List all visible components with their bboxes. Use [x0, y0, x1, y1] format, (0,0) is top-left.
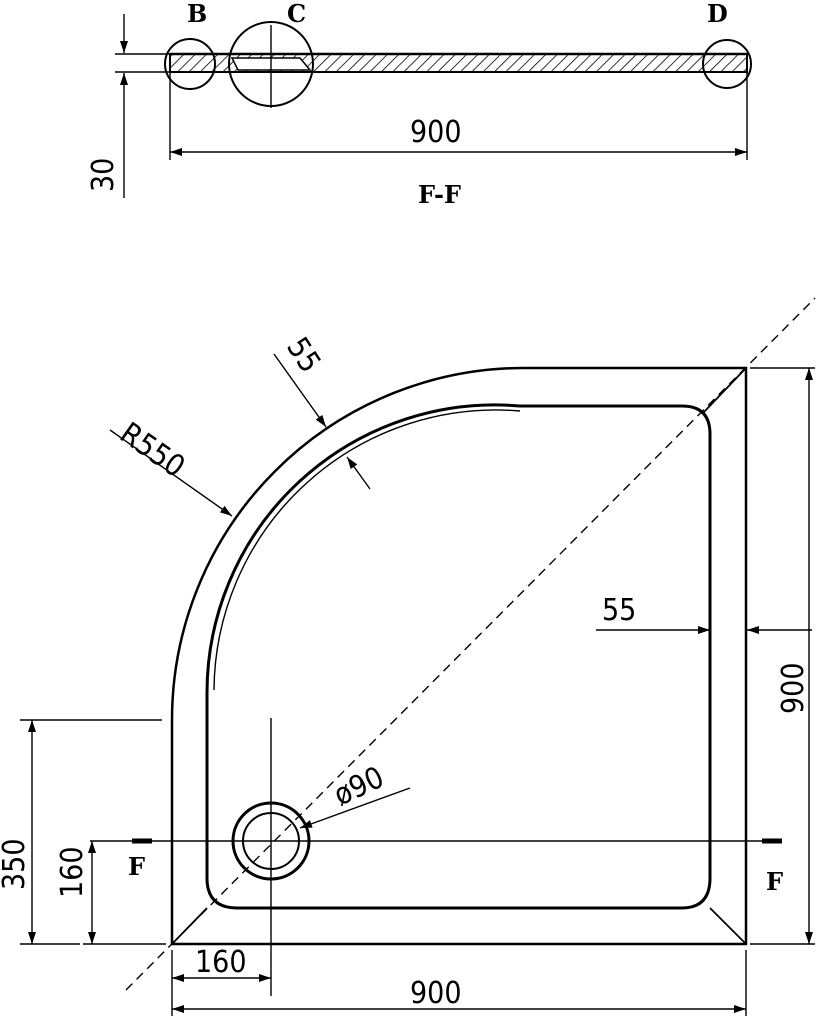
plan-width-dim: 900 [410, 976, 462, 1011]
plan-view: F F R550 55 55 ø90 900 900 160 160 [0, 297, 816, 1016]
plan-height-dim: 900 [776, 662, 811, 714]
detail-label-d: D [707, 0, 728, 28]
detail-label-c: C [287, 0, 306, 28]
tray-outer-edge [170, 366, 748, 946]
section-width-dim: 900 [410, 115, 462, 150]
drain-diameter-dim: ø90 [329, 760, 390, 813]
section-marker-right: F [766, 867, 783, 896]
edge-dim: 350 [0, 838, 32, 890]
drain-x-dim: 160 [195, 945, 247, 980]
diagonal-centerline [125, 297, 816, 991]
section-view: B C D 30 900 F-F [86, 0, 752, 209]
detail-label-b: B [187, 0, 207, 28]
detail-circle-d [702, 39, 752, 89]
detail-circle-b [164, 38, 216, 90]
radius-dim: R550 [113, 416, 191, 485]
section-height-dim: 30 [86, 158, 121, 192]
drain-y-dim: 160 [55, 846, 90, 898]
section-marker-left: F [128, 852, 145, 881]
section-title: F-F [418, 180, 461, 209]
rim-side-dim: 55 [602, 593, 636, 628]
tray-inner-basin [205, 403, 712, 910]
